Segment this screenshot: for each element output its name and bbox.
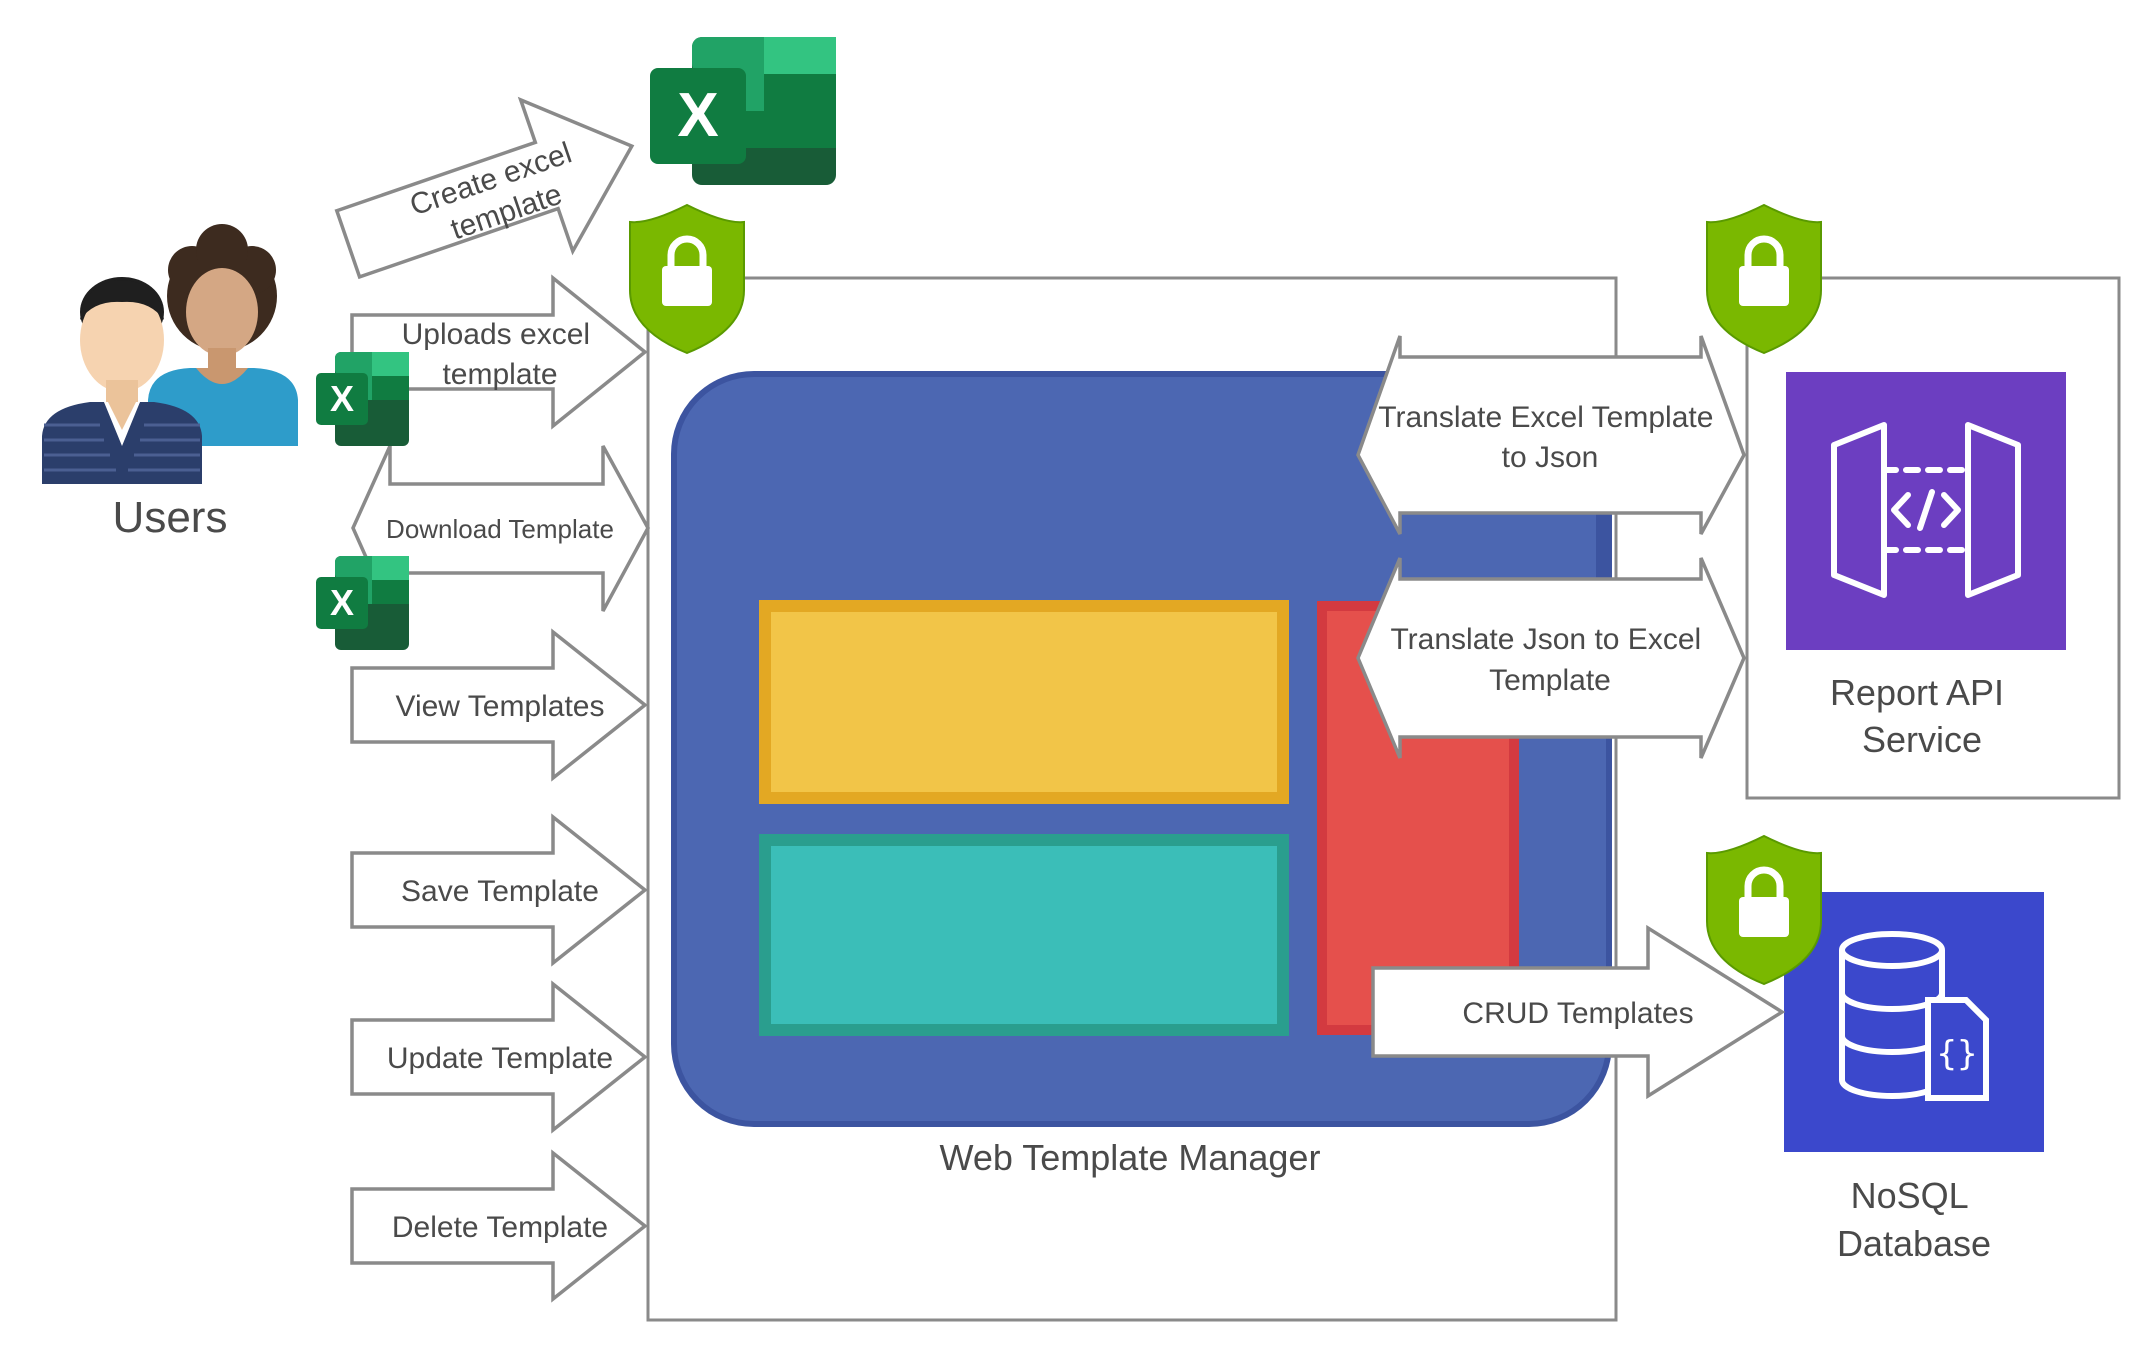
shield-lock-icon-web-app [629, 203, 745, 355]
nosql-database: {} [1784, 892, 2044, 1152]
nosql-database-icon [1784, 892, 2044, 1152]
svg-text:X: X [330, 378, 354, 419]
svg-text:{}: {} [1937, 1034, 1978, 1074]
svg-text:Translate Excel Template: Translate Excel Template to Json [1378, 401, 1722, 474]
arrow-view-templates: View Templates [350, 628, 648, 782]
users-icon [42, 224, 298, 484]
arrow-translate-json-to-excel: Translate Json to Excel Template [1356, 557, 1746, 759]
web-app-panel-yellow [759, 600, 1289, 804]
arrow-crud-templates: CRUD Templates [1371, 924, 1786, 1100]
arrow-update-template: Update Template [350, 980, 648, 1134]
svg-text:View Templates: View Templates [395, 690, 604, 723]
web-app-panel-strip [1596, 510, 1608, 580]
excel-icon-download: X [316, 556, 409, 650]
svg-text:Download Template: Download Template [386, 514, 614, 544]
svg-text:Delete Template: Delete Template [392, 1211, 608, 1244]
shield-lock-icon-report-api [1706, 203, 1822, 355]
report-api-service [1786, 372, 2066, 650]
svg-text:X: X [330, 582, 354, 623]
web-app-panel-teal [759, 834, 1289, 1036]
svg-text:Uploads excel template: Uploads excel template [402, 318, 599, 391]
nosql-label: NoSQL Database [1837, 1175, 1991, 1264]
shield-lock-icon-nosql [1706, 834, 1822, 986]
arrow-create-excel-template: Create excel template [334, 96, 635, 280]
svg-text:Translate Json to Excel: Translate Json to Excel Template [1390, 623, 1709, 697]
report-api-frame [1745, 276, 2121, 800]
users-label: Users [113, 493, 228, 542]
excel-icon-upload: X [316, 352, 409, 446]
arrow-save-template: Save Template [350, 813, 648, 967]
svg-text:CRUD Templates: CRUD Templates [1462, 997, 1693, 1030]
excel-icon: X [650, 37, 836, 185]
arrow-upload-excel-template: Uploads excel template [350, 274, 648, 430]
web-app-screen [671, 371, 1612, 1127]
svg-text:Update Template: Update Template [387, 1042, 613, 1075]
svg-text:X: X [677, 81, 718, 150]
web-app-frame [646, 276, 1618, 1322]
arrow-translate-excel-to-json: Translate Excel Template to Json [1356, 335, 1746, 535]
arrow-delete-template: Delete Template [350, 1149, 648, 1303]
report-api-label: Report API Service [1830, 672, 2014, 760]
svg-text:Save Template: Save Template [401, 875, 599, 908]
web-app-label: Web Template Manager [940, 1137, 1321, 1178]
